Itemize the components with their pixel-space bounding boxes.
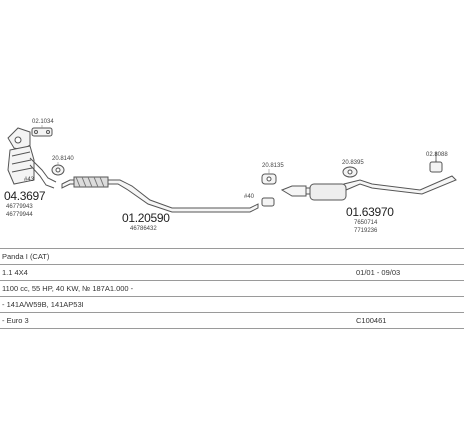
table-row: 1.1 4X4 01/01 - 09/03 (0, 264, 464, 281)
leader-lines (41, 125, 437, 174)
middle-pipe-part (61, 176, 259, 213)
label-clamp-mid: 20.8135 (262, 163, 284, 169)
table-row: - 141A/W59B, 141AP53I (0, 296, 464, 313)
table-cell: Panda I (CAT) (0, 248, 352, 265)
table-cell (352, 248, 464, 265)
label-clamp-rear: 20.8395 (342, 160, 364, 166)
label-mid-oem: 46786432 (130, 226, 157, 232)
vehicle-info-table: Panda I (CAT) 1.1 4X4 01/01 - 09/03 1100… (0, 248, 464, 329)
label-rear-oem-2: 7719236 (354, 228, 378, 234)
label-clamp-mid-left: 20.8140 (52, 156, 74, 162)
label-rear-code: 01.63970 (346, 205, 394, 219)
label-arrow-ref: #43 (24, 177, 35, 183)
table-cell: - 141A/W59B, 141AP53I (0, 296, 352, 313)
table-cell (352, 296, 464, 313)
table-cell: 01/01 - 09/03 (352, 264, 464, 281)
label-mid-ref: #40 (244, 194, 255, 200)
table-row: Panda I (CAT) (0, 248, 464, 265)
rear-muffler-part (280, 175, 457, 201)
label-front-oem-2: 46779944 (6, 212, 33, 218)
label-front-oem-1: 46779943 (6, 204, 33, 210)
clamp-top-left (31, 127, 53, 137)
label-mid-code: 01.20590 (122, 211, 170, 225)
table-cell: 1100 cc, 55 HP, 40 KW, № 187A1.000 - (0, 280, 352, 297)
clamp-mid (261, 173, 277, 207)
exhaust-diagram (7, 125, 457, 213)
table-row: 1100 cc, 55 HP, 40 KW, № 187A1.000 - (0, 280, 464, 297)
label-front-code: 04.3697 (4, 189, 46, 203)
label-hanger-rear: 02.8088 (426, 152, 448, 158)
clamp-mid-left (51, 164, 65, 176)
table-cell: C100461 (352, 312, 464, 329)
label-clamp-top-left: 02.1034 (32, 119, 54, 125)
table-cell: 1.1 4X4 (0, 264, 352, 281)
table-cell (352, 280, 464, 297)
label-rear-oem-1: 7650714 (354, 220, 378, 226)
table-cell: - Euro 3 (0, 312, 352, 329)
front-catalyst-part (7, 127, 57, 189)
clamp-rear (342, 166, 358, 178)
table-row: - Euro 3 C100461 (0, 312, 464, 329)
